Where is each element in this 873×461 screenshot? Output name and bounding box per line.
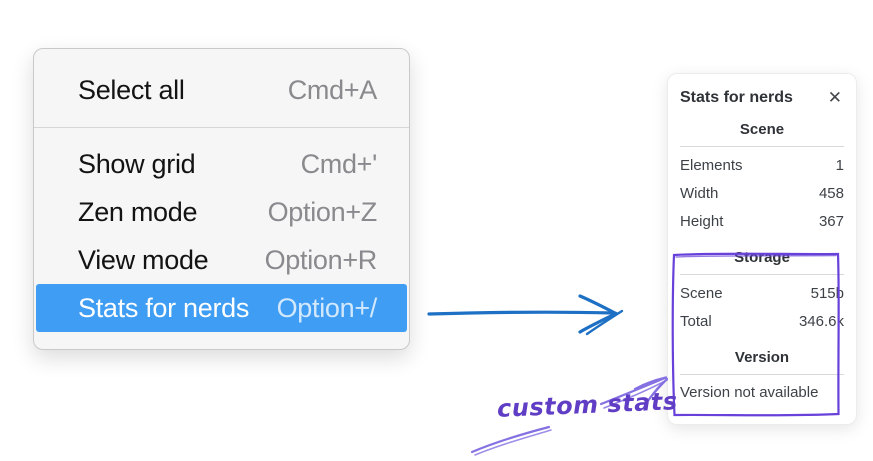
close-icon[interactable]: ✕ [827, 88, 842, 107]
stats-panel: Stats for nerds ✕ Scene Elements 1 Width… [667, 73, 857, 425]
custom-stats-label: custom stats [496, 387, 679, 423]
stats-panel-title: Stats for nerds [680, 88, 793, 106]
stat-label: Total [680, 313, 712, 330]
stat-label: Width [680, 185, 719, 202]
menu-item-label: View mode [78, 244, 209, 275]
stat-row-width: Width 458 [680, 180, 844, 208]
menu-item-shortcut: Cmd+A [287, 74, 378, 105]
menu-item-shortcut: Option+Z [267, 196, 378, 227]
stat-value: 458 [818, 185, 844, 202]
menu-item-label: Select all [78, 74, 185, 105]
menu-item-label: Zen mode [78, 196, 198, 227]
section-divider [680, 146, 844, 147]
stat-row-total-size: Total 346.6k [680, 308, 844, 336]
menu-item-zen-mode[interactable]: Zen mode Option+Z [34, 188, 409, 236]
menu-item-shortcut: Option+/ [276, 292, 378, 323]
menu-group: Show grid Cmd+' Zen mode Option+Z View m… [34, 140, 409, 332]
stat-label: Height [680, 213, 724, 230]
section-divider [680, 274, 844, 275]
menu-item-label: Show grid [78, 148, 196, 179]
menu-item-shortcut: Cmd+' [300, 148, 378, 179]
menu-item-show-grid[interactable]: Show grid Cmd+' [34, 140, 409, 188]
section-heading-scene: Scene [739, 121, 785, 138]
stat-row-height: Height 367 [680, 208, 844, 236]
stat-value: 515b [810, 285, 844, 302]
menu-item-view-mode[interactable]: View mode Option+R [34, 236, 409, 284]
pointer-arrow-icon [427, 294, 624, 336]
stat-row-elements: Elements 1 [680, 152, 844, 180]
stat-label: Scene [680, 285, 723, 302]
section-divider [680, 374, 844, 375]
menu-item-shortcut: Option+R [264, 244, 378, 275]
menu-item-select-all[interactable]: Select all Cmd+A [34, 53, 409, 127]
menu-item-label: Stats for nerds [78, 292, 250, 323]
stat-label: Elements [680, 157, 743, 174]
context-menu: Select all Cmd+A Show grid Cmd+' Zen mod… [33, 48, 410, 350]
stats-panel-header: Stats for nerds ✕ [680, 87, 844, 108]
stat-row-scene-size: Scene 515b [680, 280, 844, 308]
section-heading-storage: Storage [734, 249, 790, 266]
section-heading-version: Version [734, 349, 790, 366]
stat-value: 367 [818, 213, 844, 230]
version-note: Version not available [680, 384, 819, 401]
stat-value: 1 [835, 157, 844, 174]
menu-item-stats-for-nerds[interactable]: Stats for nerds Option+/ [36, 284, 407, 332]
menu-divider [34, 127, 409, 128]
stat-value: 346.6k [798, 313, 844, 330]
